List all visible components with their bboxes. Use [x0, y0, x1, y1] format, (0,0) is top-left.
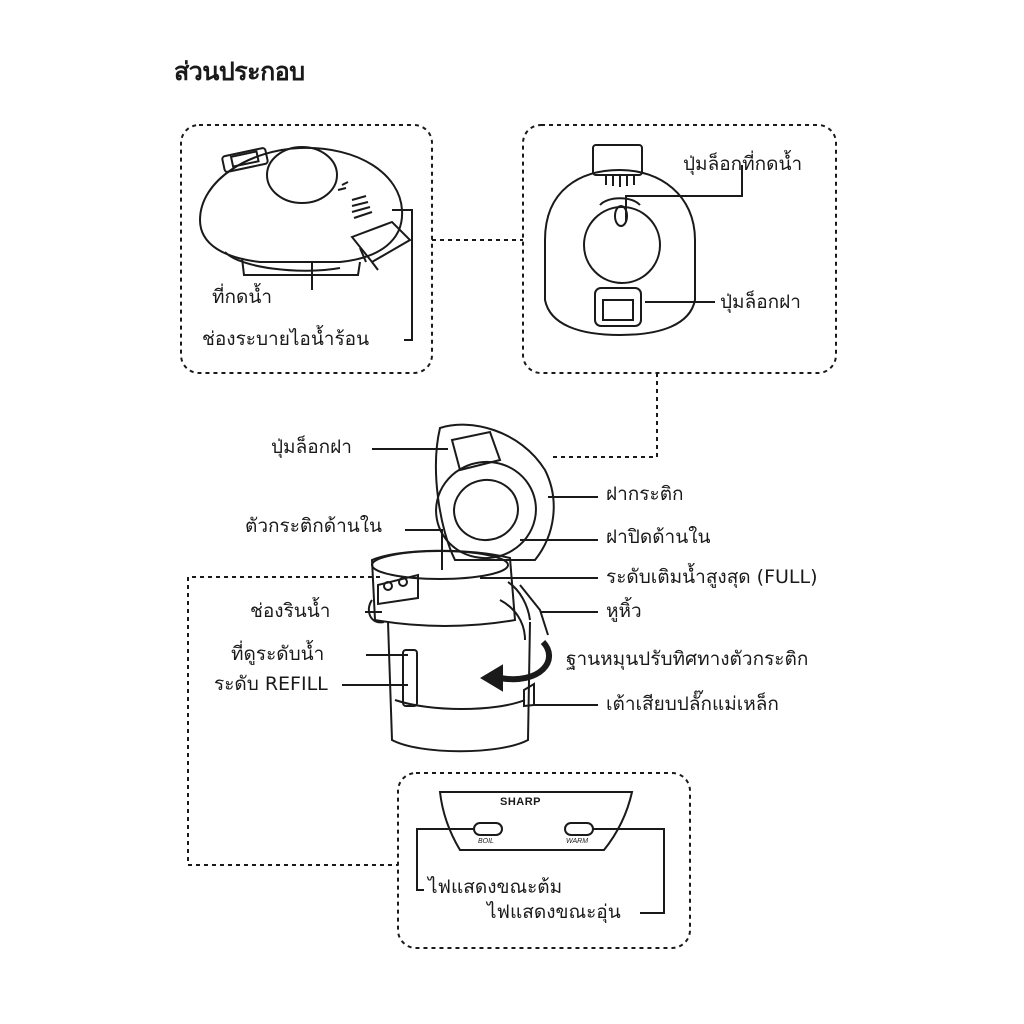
lid-illustration: [198, 146, 412, 276]
label-inner-lid: ฝาปิดด้านใน: [606, 526, 711, 548]
label-rotating-base: ฐานหมุนปรับทิศทางตัวกระติก: [566, 648, 809, 670]
label-inner-body: ตัวกระติกด้านใน: [245, 515, 383, 537]
label-magnetic-socket: เต้าเสียบปลั๊กแม่เหล็ก: [606, 693, 779, 715]
lid-detail-frame: [180, 124, 433, 374]
label-steam-vent: ช่องระบายไอน้ำร้อน: [202, 328, 370, 350]
panel-detail-frame: [397, 772, 691, 949]
top-to-main-connector: [553, 373, 658, 458]
top-detail-frame: [522, 124, 837, 374]
rotation-arrow-icon: [499, 639, 552, 683]
label-top-lid-lock: ปุ่มล็อกฝา: [720, 291, 801, 313]
warm-text: WARM: [566, 838, 589, 845]
label-dispense-button: ที่กดน้ำ: [212, 286, 273, 308]
label-dispense-lock: ปุ่มล็อกที่กดน้ำ: [683, 153, 803, 175]
label-water-gauge: ที่ดูระดับน้ำ: [231, 643, 325, 665]
label-spout: ช่องรินน้ำ: [250, 600, 331, 622]
label-full-level: ระดับเติมน้ำสูงสุด (FULL): [606, 566, 818, 588]
top-dispense-lock-leader: [625, 165, 743, 222]
warm-lamp-leader: [593, 828, 665, 914]
inner-body-leader: [405, 529, 443, 570]
label-lid-lock: ปุ่มล็อกฝา: [271, 436, 352, 458]
label-warm-lamp: ไฟแสดงขณะอุ่น: [487, 901, 621, 923]
top-illustration: [544, 144, 696, 337]
brand-logo: SHARP: [500, 796, 542, 808]
steam-vent-leader: [392, 209, 413, 341]
label-handle: หูหิ้ว: [606, 600, 642, 622]
main-to-panel-connector: [187, 576, 398, 866]
label-refill-level: ระดับ REFILL: [214, 673, 328, 695]
page-title: ส่วนประกอบ: [174, 57, 305, 86]
boil-text: BOIL: [478, 838, 494, 845]
label-boil-lamp: ไฟแสดงขณะต้ม: [428, 876, 563, 898]
boil-lamp-leader: [416, 828, 474, 891]
label-outer-lid: ฝากระติก: [606, 483, 684, 505]
pot-illustration: [367, 423, 555, 753]
